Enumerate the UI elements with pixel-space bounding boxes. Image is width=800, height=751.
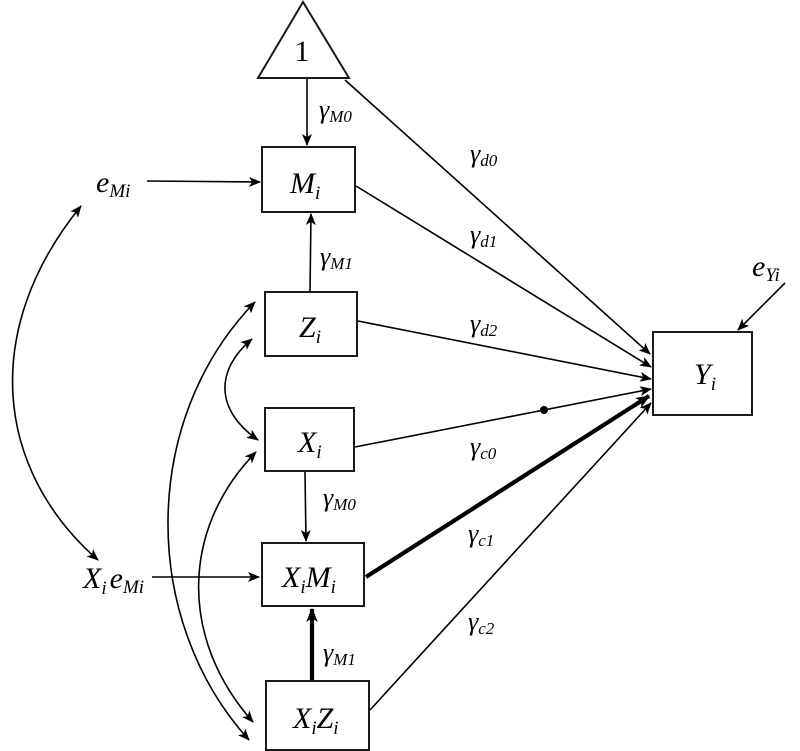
coef-gc1: γc1 <box>468 519 494 550</box>
path-z-to-m <box>305 213 316 293</box>
xm-label: XiMi <box>281 561 336 598</box>
node-constant: 1 <box>256 0 351 79</box>
node-xz: XiZi <box>265 680 370 751</box>
coef-gM1-top: γM1 <box>320 242 353 273</box>
covariance-em-xem <box>11 205 99 561</box>
path-1-to-y <box>344 79 651 355</box>
path-xz-to-y <box>369 402 652 711</box>
z-box <box>264 291 358 357</box>
path-z-to-y <box>357 320 652 382</box>
m-label: Mi <box>289 167 320 204</box>
path-ey-to-y <box>737 282 786 331</box>
x-label: Xi <box>297 426 322 463</box>
node-x: Xi <box>264 407 355 472</box>
z-label: Zi <box>299 311 321 348</box>
xz-label: XiZi <box>292 702 339 739</box>
coef-gc2: γc2 <box>468 607 495 638</box>
path-xm-to-y <box>364 394 651 579</box>
coef-gd0: γd0 <box>470 139 498 170</box>
coef-gM0-bottom: γM0 <box>323 483 356 514</box>
node-xm: XiMi <box>261 542 365 607</box>
coef-gd2: γd2 <box>470 309 498 340</box>
covariance-x-xz <box>197 451 257 723</box>
constant-triangle <box>256 0 351 79</box>
error-ey-label: eYi <box>752 250 780 286</box>
path-x-to-y-dot <box>540 406 548 414</box>
edges <box>11 79 786 741</box>
path-x-to-y <box>354 386 652 448</box>
xm-box <box>261 542 365 607</box>
path-em-to-m <box>146 176 261 187</box>
m-box <box>261 146 356 213</box>
covariance-z-x <box>224 338 259 441</box>
node-z: Zi <box>264 291 358 357</box>
error-em-label: eMi <box>96 166 130 202</box>
coef-gc0: γc0 <box>470 432 497 463</box>
path-m-to-y <box>355 185 652 368</box>
node-y: Yi <box>652 331 753 416</box>
y-box <box>652 331 753 416</box>
constant-label: 1 <box>295 35 310 68</box>
y-label: Yi <box>694 358 716 395</box>
covariance-z-xz <box>167 301 256 741</box>
coef-gd1: γd1 <box>470 220 497 251</box>
node-m: Mi <box>261 146 356 213</box>
x-box <box>264 407 355 472</box>
coef-gM0-top: γM0 <box>319 95 352 126</box>
coef-gM1-bottom: γM1 <box>323 638 356 669</box>
xz-box <box>265 680 370 751</box>
path-x-to-xm <box>300 471 311 542</box>
